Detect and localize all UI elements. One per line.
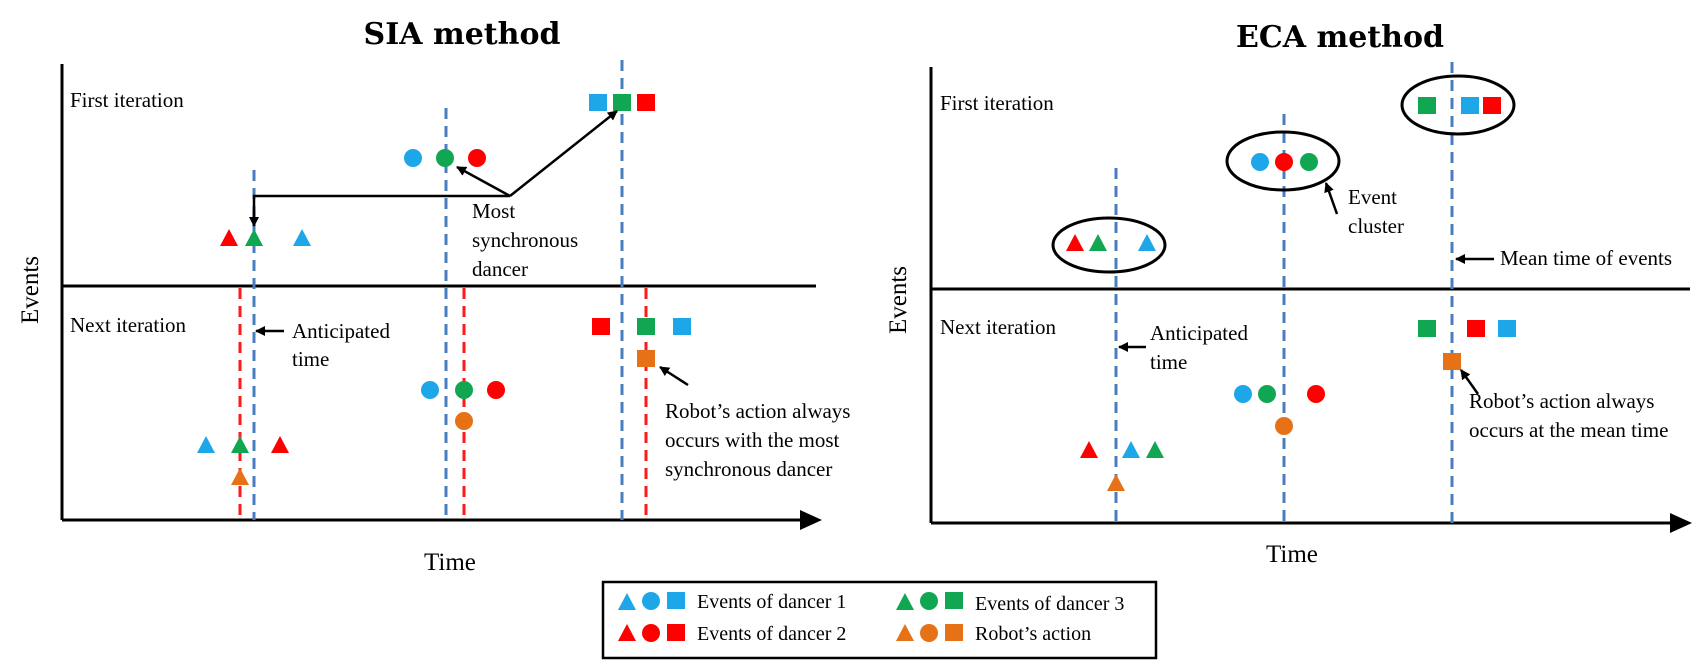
sia-next-d1-circle bbox=[421, 381, 439, 399]
sia-x-axis-arrow-icon bbox=[800, 510, 822, 530]
eca-next-robot-square bbox=[1443, 353, 1461, 370]
sia-next-d3-triangle bbox=[231, 436, 249, 453]
sia-first-iteration-label: First iteration bbox=[70, 88, 184, 112]
eca-next-d2-square bbox=[1467, 320, 1485, 337]
eca-panel: ECA method First iteration Next iteratio… bbox=[885, 20, 1692, 568]
legend-dancer3: Events of dancer 3 bbox=[896, 592, 1124, 615]
eca-cluster-annotation: Event cluster bbox=[1348, 185, 1404, 238]
eca-robot-annotation: Robot’s action always occurs at the mean… bbox=[1469, 389, 1668, 442]
sia-next-robot-triangle bbox=[231, 468, 249, 485]
eca-robot-arrow-icon bbox=[1459, 369, 1480, 395]
eca-d2-circle bbox=[1275, 153, 1293, 171]
legend: Events of dancer 1 Events of dancer 2 Ev… bbox=[601, 580, 1158, 660]
sia-d2-circle bbox=[468, 149, 486, 167]
eca-cluster-arrow-icon bbox=[1324, 182, 1339, 215]
eca-d1-circle bbox=[1251, 153, 1269, 171]
legend-d2-square-icon bbox=[667, 624, 685, 641]
sia-anticipated-annotation: Anticipated time bbox=[292, 319, 395, 371]
sia-d2-square bbox=[637, 94, 655, 111]
sia-d3-circle bbox=[436, 149, 454, 167]
sia-next-d2-square bbox=[592, 318, 610, 335]
legend-d3-square-icon bbox=[945, 592, 963, 609]
sia-robot-annotation: Robot’s action always occurs with the mo… bbox=[665, 399, 856, 481]
legend-robot-square-icon bbox=[945, 624, 963, 641]
eca-next-iteration-label: Next iteration bbox=[940, 315, 1057, 339]
eca-d1-square bbox=[1461, 97, 1479, 114]
sia-next-d1-triangle bbox=[197, 436, 215, 453]
sia-panel: SIA method First iteration Next iteratio… bbox=[17, 17, 856, 576]
eca-title: ECA method bbox=[1236, 20, 1444, 55]
legend-d3-triangle-icon bbox=[896, 593, 914, 610]
legend-robot-triangle-icon bbox=[896, 624, 914, 641]
eca-d3-circle bbox=[1300, 153, 1318, 171]
eca-y-label: Events bbox=[885, 266, 912, 334]
sia-robot-arrow-icon bbox=[659, 365, 689, 387]
eca-next-d1-square bbox=[1498, 320, 1516, 337]
sia-arrow-to-circle-icon bbox=[456, 165, 511, 198]
eca-next-d1-triangle bbox=[1122, 441, 1140, 458]
legend-d1-circle-icon bbox=[642, 592, 660, 610]
legend-robot-circle-icon bbox=[920, 624, 938, 642]
sia-title: SIA method bbox=[364, 17, 561, 52]
legend-d2-circle-icon bbox=[642, 624, 660, 642]
eca-x-axis-arrow-icon bbox=[1670, 513, 1692, 533]
eca-next-d3-triangle bbox=[1146, 441, 1164, 458]
sia-y-label: Events bbox=[17, 256, 44, 324]
sia-d3-triangle bbox=[245, 229, 263, 246]
legend-dancer1: Events of dancer 1 bbox=[618, 591, 846, 613]
sia-next-iteration-label: Next iteration bbox=[70, 313, 187, 337]
eca-next-robot-triangle bbox=[1107, 474, 1125, 491]
sia-next-d2-circle bbox=[487, 381, 505, 399]
sia-arrow-to-square-icon bbox=[509, 110, 618, 197]
sia-next-d2-triangle bbox=[271, 436, 289, 453]
eca-next-d3-square bbox=[1418, 320, 1436, 337]
legend-d3-circle-icon bbox=[920, 592, 938, 610]
eca-d2-square bbox=[1483, 97, 1501, 114]
sia-next-d3-square bbox=[637, 318, 655, 335]
legend-d1-square-icon bbox=[667, 592, 685, 609]
eca-first-iteration-label: First iteration bbox=[940, 91, 1054, 115]
legend-d2-label: Events of dancer 2 bbox=[697, 623, 846, 645]
eca-next-d2-triangle bbox=[1080, 441, 1098, 458]
eca-mean-annotation: Mean time of events bbox=[1500, 246, 1672, 270]
eca-d1-triangle bbox=[1138, 234, 1156, 251]
sia-sync-annotation: Most synchronous dancer bbox=[472, 199, 583, 281]
sia-d3-square bbox=[613, 94, 631, 111]
eca-cluster-ellipse-1 bbox=[1051, 216, 1167, 274]
legend-d2-triangle-icon bbox=[618, 624, 636, 641]
sia-next-robot-circle bbox=[455, 412, 473, 430]
sia-d1-square bbox=[589, 94, 607, 111]
legend-robot-label: Robot’s action bbox=[975, 623, 1091, 645]
sia-d1-circle bbox=[404, 149, 422, 167]
legend-d1-triangle-icon bbox=[618, 593, 636, 610]
eca-d3-triangle bbox=[1089, 234, 1107, 251]
legend-d3-label: Events of dancer 3 bbox=[975, 593, 1124, 615]
legend-d1-label: Events of dancer 1 bbox=[697, 591, 846, 613]
eca-next-robot-circle bbox=[1275, 417, 1293, 435]
sia-next-robot-square bbox=[637, 350, 655, 367]
legend-dancer2: Events of dancer 2 bbox=[618, 623, 846, 645]
eca-next-d3-circle bbox=[1258, 385, 1276, 403]
legend-robot: Robot’s action bbox=[896, 623, 1091, 645]
sia-next-d3-circle bbox=[455, 381, 473, 399]
sia-x-label: Time bbox=[424, 549, 476, 576]
eca-cluster-ellipse-2 bbox=[1225, 130, 1341, 192]
sia-next-d1-square bbox=[673, 318, 691, 335]
eca-d3-square bbox=[1418, 97, 1436, 114]
eca-next-d1-circle bbox=[1234, 385, 1252, 403]
eca-anticipated-annotation: Anticipated time bbox=[1150, 321, 1253, 374]
sia-d2-triangle bbox=[220, 229, 238, 246]
sia-d1-triangle bbox=[293, 229, 311, 246]
eca-cluster-ellipse-3 bbox=[1400, 74, 1516, 136]
legend-box bbox=[601, 580, 1158, 660]
eca-x-label: Time bbox=[1266, 541, 1318, 568]
eca-next-d2-circle bbox=[1307, 385, 1325, 403]
eca-d2-triangle bbox=[1066, 234, 1084, 251]
